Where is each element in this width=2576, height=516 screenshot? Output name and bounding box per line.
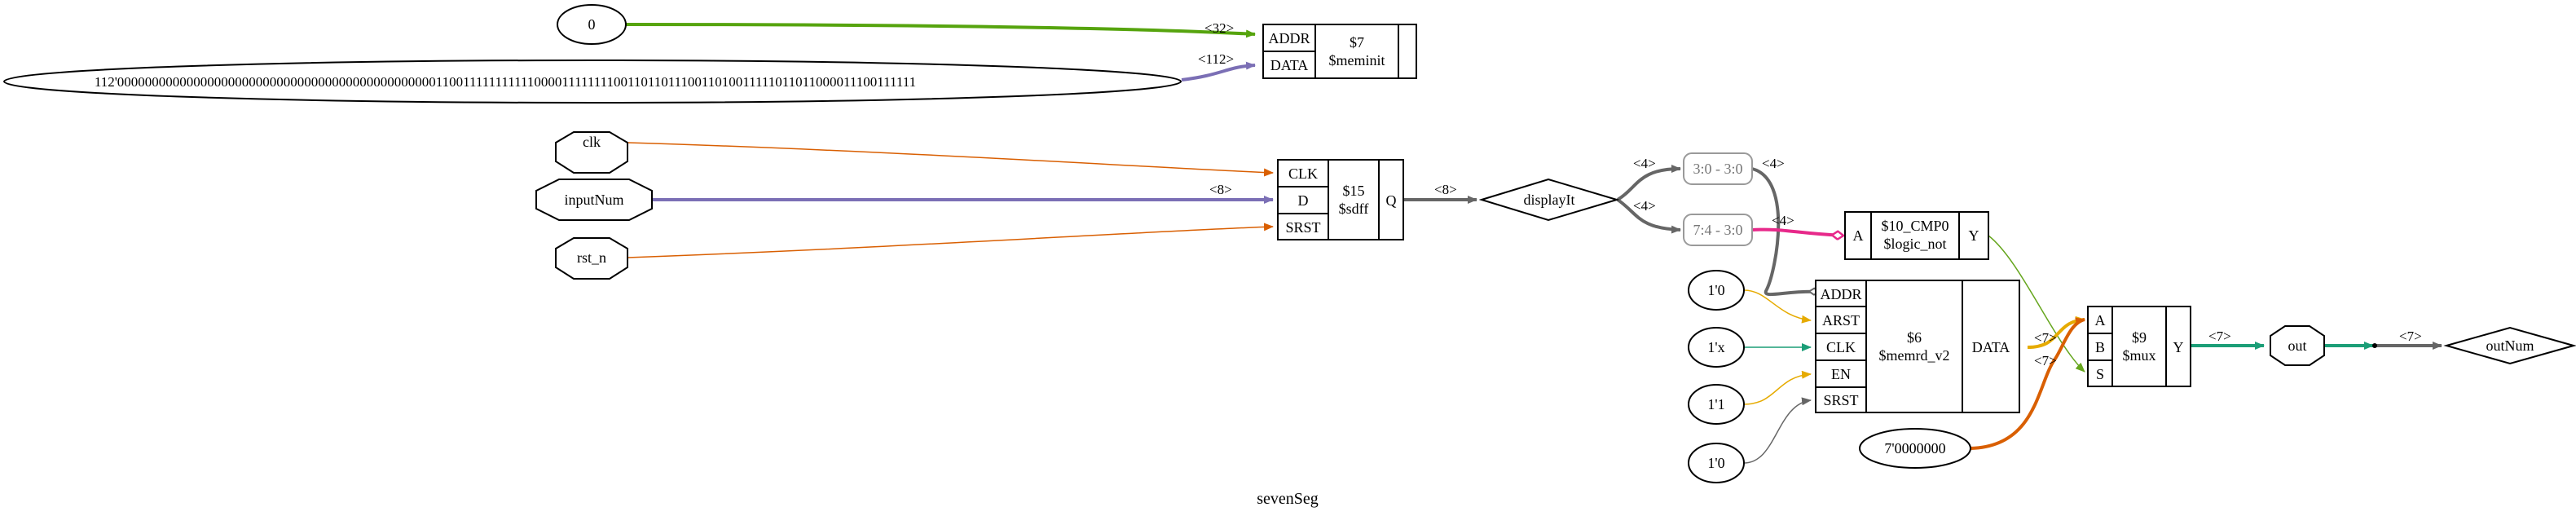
edge-slice-high-to-a [1752,230,1843,236]
const-srst-node: 1'0 [1688,443,1745,483]
edge-label-slice-in-high: <4> [1633,198,1656,214]
cell-meminit: ADDR DATA $7 $meminit [1262,24,1417,79]
edge-displayit-to-slice-low [1616,165,1681,201]
edges [625,23,2442,464]
edge-label-data-width: <112> [1198,51,1234,67]
mux-port-s: S [2096,366,2104,382]
junction-dot [2372,343,2377,348]
const-init-data-label: 112'000000000000000000000000000000000000… [95,74,916,90]
const-zero-label: 0 [588,16,596,33]
slice-low-label: 3:0 - 3:0 [1693,161,1743,177]
port-outnum-node: outNum [2443,326,2576,365]
cell-sdff: CLK D SRST $15 $sdff Q [1277,159,1404,240]
edge-en-const [1743,370,1812,405]
sdff-id: $15 [1343,183,1365,199]
edge-label-out-width: <7> [2399,329,2422,344]
sdff-type: $sdff [1339,201,1369,217]
edge-label-slice-in-low: <4> [1633,156,1656,171]
edge-arst-const [1743,289,1812,324]
memrd-port-data: DATA [1972,339,2010,355]
slice-high-label: 7:4 - 3:0 [1693,222,1743,238]
logic-not-port-a: A [1853,227,1864,244]
meminit-port-addr: ADDR [1268,30,1310,46]
cell-memrd: ADDR ARST CLK EN SRST $6 $memrd_v2 DATA [1815,280,2020,413]
const-mux-b-label: 7'0000000 [1884,440,1945,456]
port-out-node: out [2270,325,2325,366]
edge-label-mux-a-width: <7> [2034,330,2057,346]
port-clk-node: clk [555,131,628,174]
const-clk-node: 1'x [1688,327,1745,368]
meminit-type: $meminit [1329,52,1385,68]
port-rstn-label: rst_n [577,249,606,266]
edge-label-slice-out-low: <4> [1762,156,1785,171]
const-arst-node: 1'0 [1688,270,1745,311]
wire-displayit-node: displayIt [1478,178,1620,222]
port-clk-label: clk [583,134,601,150]
mux-port-b: B [2095,339,2105,355]
edge-clk-to-sdff [627,142,1274,177]
edge-label-d-width: <8> [1209,182,1232,197]
const-init-data-node: 112'000000000000000000000000000000000000… [3,60,1182,104]
memrd-port-arst: ARST [1822,312,1860,329]
memrd-id: $6 [1907,329,1922,346]
meminit-port-data: DATA [1270,57,1309,73]
edge-rstn-to-srst [627,223,1274,258]
const-mux-b-node: 7'0000000 [1859,428,1971,469]
meminit-id: $7 [1350,34,1364,51]
sdff-port-q: Q [1386,192,1397,209]
sdff-port-d: D [1298,192,1309,209]
mux-type: $mux [2122,347,2155,364]
slice-low-node: 3:0 - 3:0 [1683,152,1753,185]
wire-displayit-label: displayIt [1524,192,1575,208]
edge-label-mux-y-width: <7> [2208,329,2231,344]
edge-const7-to-mux-b [1970,317,2085,450]
edge-zero-to-addr [625,23,1256,38]
sdff-port-clk: CLK [1288,165,1318,182]
cell-logic-not: A $10_CMP0 $logic_not Y [1844,211,1989,260]
mux-port-a: A [2095,312,2106,329]
edge-labels: <32> <112> <8> <8> <4> <4> <4> <4> <7> <… [1198,20,2422,368]
const-clk-label: 1'x [1707,339,1724,355]
const-zero-node: 0 [557,4,627,45]
memrd-port-addr: ADDR [1820,286,1861,302]
port-rstn-node: rst_n [555,237,628,280]
memrd-port-clk: CLK [1826,339,1856,355]
edge-label-q-width: <8> [1434,182,1457,197]
port-inputnum-node: inputNum [535,179,653,221]
memrd-type: $memrd_v2 [1879,347,1950,364]
edge-label-addr-width: <32> [1204,20,1234,36]
edge-displayit-to-slice-high [1616,198,1681,234]
edge-not-y-to-s [1988,235,2085,373]
const-en-node: 1'1 [1688,384,1745,425]
diagram-title: sevenSeg [1257,490,1319,508]
edge-init-to-data [1181,61,1256,82]
const-srst-label: 1'0 [1707,455,1724,471]
mux-port-y: Y [2173,339,2184,355]
edge-label-slice-out-high: <4> [1772,213,1794,228]
edge-srst-const [1743,397,1812,464]
const-en-label: 1'1 [1707,396,1724,412]
cell-mux: A B S $9 $mux Y [2087,306,2191,387]
edge-slice-low-to-addr [1752,169,1819,297]
logic-not-port-y: Y [1969,227,1979,244]
memrd-port-en: EN [1831,366,1851,382]
mux-id: $9 [2132,329,2147,346]
port-outnum-label: outNum [2486,337,2534,354]
port-inputnum-label: inputNum [564,192,623,208]
logic-not-type: $logic_not [1884,236,1947,252]
edge-label-mux-b-width: <7> [2034,353,2057,368]
const-arst-label: 1'0 [1707,282,1724,298]
slice-high-node: 7:4 - 3:0 [1683,214,1753,246]
logic-not-id: $10_CMP0 [1881,218,1949,234]
port-out-label: out [2288,337,2306,354]
sdff-port-srst: SRST [1285,219,1320,236]
memrd-port-srst: SRST [1823,392,1858,408]
